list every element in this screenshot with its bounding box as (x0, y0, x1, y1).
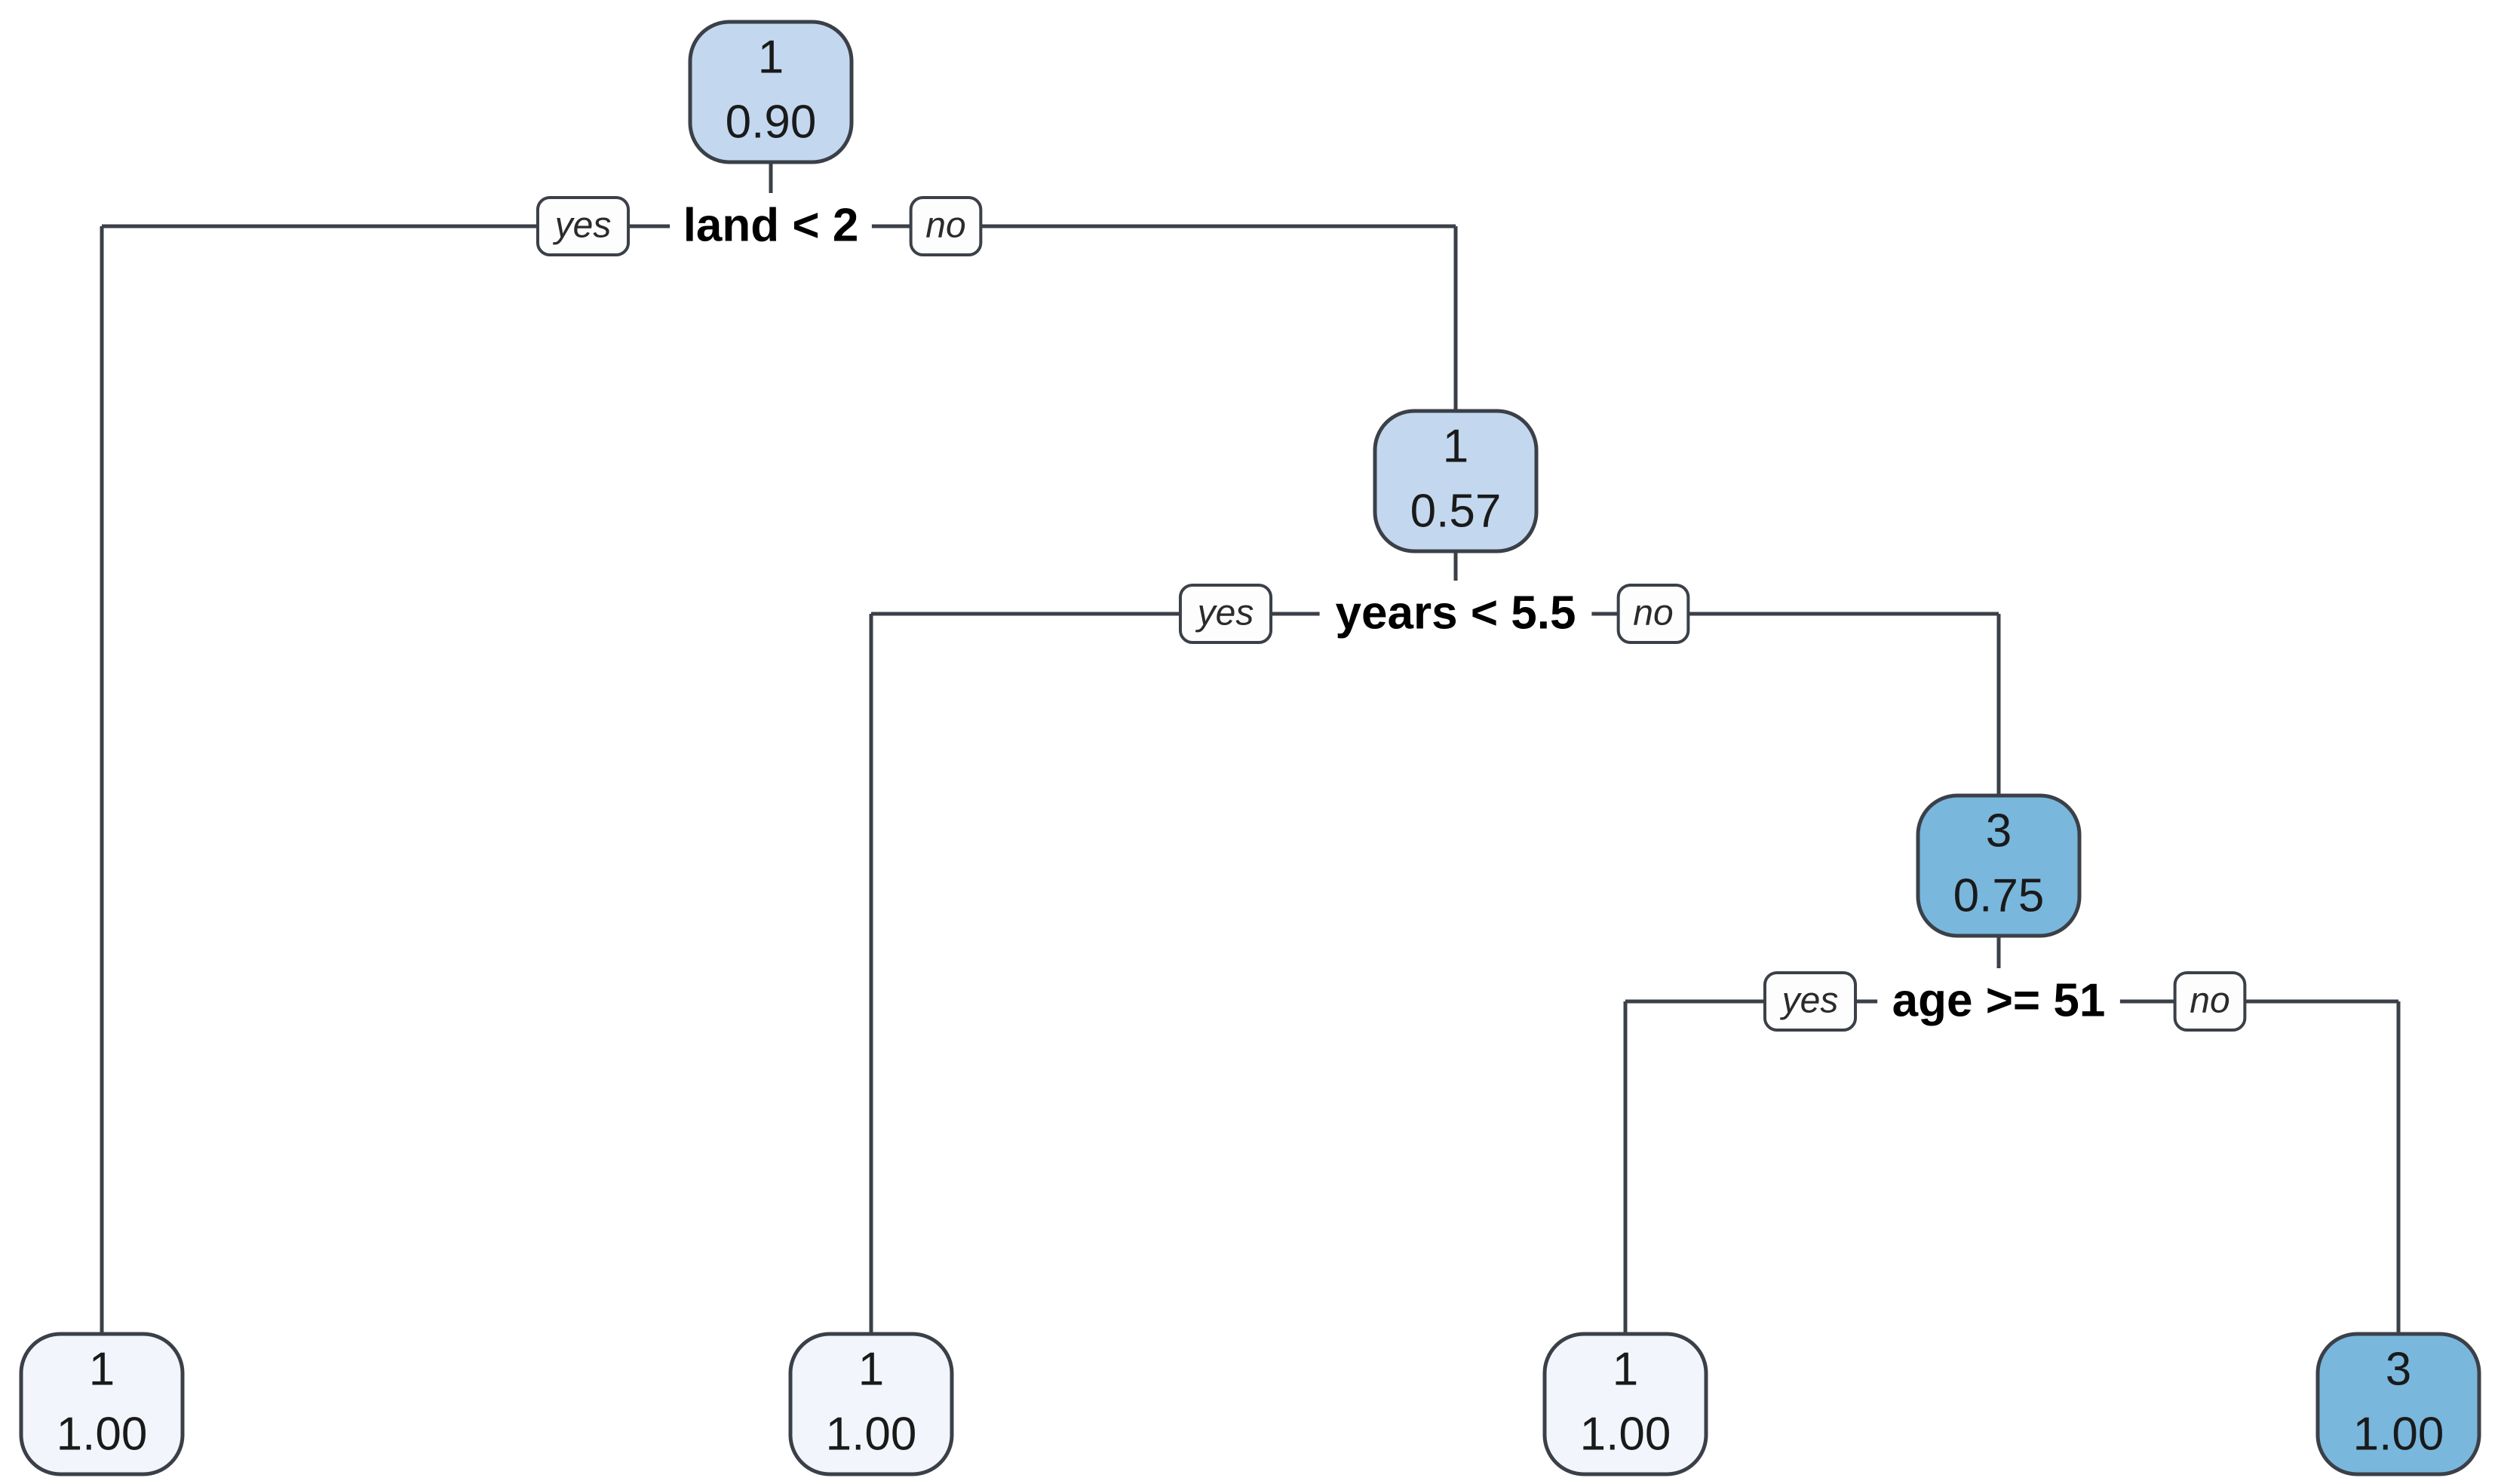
tree-node-n3[interactable]: 30.75 (1916, 793, 2082, 938)
node-value-label: 0.75 (1953, 869, 2045, 921)
node-value-label: 0.90 (726, 96, 817, 148)
yes-label-text: yes (1195, 593, 1254, 633)
condition-text-backdrop (1877, 968, 2120, 1035)
node-value-label: 1.00 (2353, 1408, 2444, 1460)
edges-layer (100, 162, 2401, 1334)
node-value-label: 1.00 (57, 1408, 148, 1460)
tree-node-leaf1[interactable]: 11.00 (19, 1332, 185, 1476)
condition-text-backdrop (670, 193, 872, 259)
tree-node-leaf2[interactable]: 11.00 (788, 1332, 954, 1476)
no-label-text: no (2190, 981, 2229, 1021)
node-shape (1916, 793, 2082, 938)
node-class-label: 1 (1613, 1343, 1638, 1395)
node-shape (688, 20, 854, 164)
node-shape (788, 1332, 954, 1476)
tree-node-leaf4[interactable]: 31.00 (2315, 1332, 2481, 1476)
edge-group-split1 (100, 162, 1458, 1334)
yes-label-box (1763, 971, 1858, 1032)
tree-node-n2[interactable]: 10.57 (1373, 409, 1539, 553)
node-class-label: 1 (758, 31, 784, 83)
node-shape (2315, 1332, 2481, 1476)
split-label-split3: age >= 51 yes no (1763, 968, 2247, 1035)
no-label-box (909, 196, 983, 256)
no-label-box (1616, 584, 1690, 644)
edge-group-split2 (869, 551, 2001, 1334)
yes-label-text: yes (1780, 981, 1839, 1021)
node-shape (19, 1332, 185, 1476)
tree-node-leaf3[interactable]: 11.00 (1542, 1332, 1708, 1476)
split-condition-text: years < 5.5 (1336, 587, 1576, 639)
node-value-label: 1.00 (826, 1408, 917, 1460)
node-class-label: 3 (2386, 1343, 2411, 1395)
node-value-label: 0.57 (1410, 485, 1502, 537)
split-labels-layer: land < 2 yes no years < 5.5 yes no age >= 51 ye… (536, 193, 2247, 1035)
no-label-text: no (925, 206, 965, 246)
node-shape (1373, 409, 1539, 553)
no-label-text: no (1633, 593, 1673, 633)
node-shape (1542, 1332, 1708, 1476)
yes-label-text: yes (553, 206, 612, 246)
tree-node-root[interactable]: 10.90 (688, 20, 854, 164)
node-value-label: 1.00 (1580, 1408, 1671, 1460)
yes-label-box (536, 196, 631, 256)
node-class-label: 3 (1986, 805, 2012, 857)
condition-text-backdrop (1319, 581, 1592, 647)
node-class-label: 1 (89, 1343, 115, 1395)
split-label-split1: land < 2 yes no (536, 193, 983, 259)
no-label-box (2173, 971, 2247, 1032)
node-class-label: 1 (1443, 420, 1468, 472)
node-class-label: 1 (858, 1343, 884, 1395)
split-condition-text: land < 2 (683, 199, 859, 251)
split-label-split2: years < 5.5 yes no (1178, 581, 1690, 647)
yes-label-box (1178, 584, 1273, 644)
split-condition-text: age >= 51 (1892, 974, 2106, 1026)
